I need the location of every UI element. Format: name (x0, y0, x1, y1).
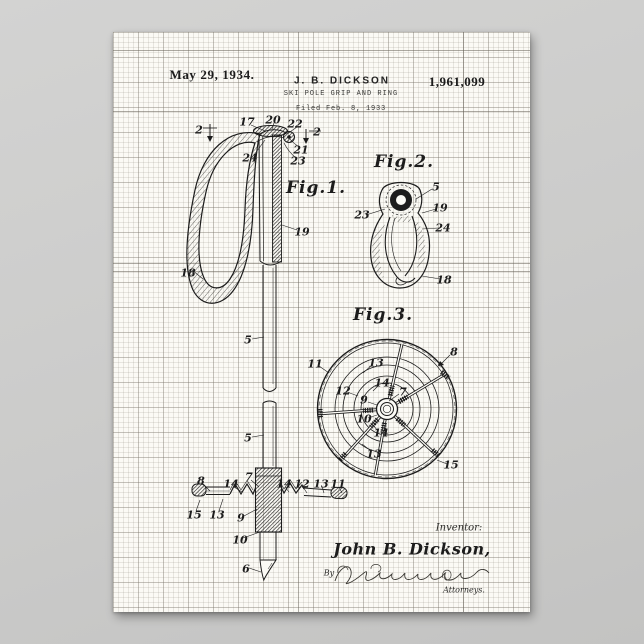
patent-inventor-header: J. B. DICKSON (293, 75, 391, 87)
patent-number: 1,961,099 (428, 74, 486, 89)
ref-numeral-fig1: 7 (245, 470, 253, 484)
ref-numeral-fig1: 15 (186, 508, 202, 522)
fig1-drawing (186, 122, 348, 582)
inventor-signature: John B. Dickson, (333, 539, 491, 559)
ref-numeral-fig1: 5 (244, 333, 252, 347)
ref-numeral-fig1: 9 (237, 511, 245, 525)
fig3-title: Fig.3. (352, 305, 414, 325)
ref-numeral-fig1: 13 (209, 508, 225, 522)
ref-numeral-fig1: 21 (293, 143, 309, 157)
ref-numeral-fig3: 14 (373, 426, 389, 440)
ref-numeral-fig1: 13 (313, 477, 329, 491)
grid-accent-line (113, 50, 530, 51)
ref-numeral-fig1: 18 (180, 266, 196, 280)
ref-numeral-fig2: 18 (436, 273, 452, 287)
fig1-title: Fig.1. (285, 178, 347, 198)
ref-numeral-fig1: 5 (244, 431, 252, 445)
ref-numeral-fig1: 2 (195, 123, 203, 137)
signature-by-label: By (323, 568, 335, 578)
patent-title: SKI POLE GRIP AND RING (283, 90, 399, 98)
attorneys-label: Attorneys. (443, 585, 485, 595)
ref-numeral-fig2: 5 (432, 180, 440, 194)
ref-numeral-fig1: 8 (197, 474, 205, 488)
ref-numeral-fig2: 23 (354, 208, 370, 222)
ref-numeral-fig1: 2 (313, 125, 321, 139)
ref-numeral-fig3: 13 (366, 447, 382, 461)
ref-numeral-fig1: 20 (265, 113, 281, 127)
ref-numeral-fig1: 10 (232, 533, 248, 547)
ref-numeral-fig3: 13 (368, 356, 384, 370)
patent-date: May 29, 1934. (169, 67, 255, 82)
patent-drawing (186, 122, 490, 585)
ref-numeral-fig1: 14 (276, 477, 292, 491)
ref-numeral-fig1: 17 (239, 115, 255, 129)
grid-accent-line (113, 111, 530, 112)
ref-numeral-fig1: 11 (330, 477, 346, 491)
ref-numeral-fig1: 24 (242, 151, 258, 165)
ref-numeral-fig3: 15 (443, 458, 459, 472)
ref-numeral-fig3: 12 (335, 384, 351, 398)
ref-numeral-fig2: 24 (435, 221, 451, 235)
grid-accent-line (113, 271, 530, 272)
ref-numeral-fig3: 14 (374, 376, 390, 390)
patent-poster: May 29, 1934. J. B. DICKSON 1,961,099 SK… (113, 32, 530, 612)
inventor-caption: Inventor: (435, 522, 483, 534)
ref-numeral-fig1: 12 (294, 477, 310, 491)
ref-numeral-fig2: 19 (432, 201, 448, 215)
ref-numeral-fig1: 23 (290, 154, 306, 168)
ref-numeral-fig1: 14 (223, 477, 239, 491)
fig3-drawing (316, 338, 458, 480)
ref-numeral-fig3: 10 (356, 412, 372, 426)
fig2-title: Fig.2. (373, 152, 435, 172)
ref-numeral-fig1: 6 (242, 562, 250, 576)
grid-accent-line (298, 32, 299, 612)
ref-numeral-fig3: 8 (450, 345, 458, 359)
grid-accent-line (113, 263, 530, 264)
ref-numeral-fig3: 7 (399, 385, 407, 399)
ref-numeral-fig3: 11 (307, 357, 323, 371)
ref-numeral-fig1: 19 (294, 225, 310, 239)
attorney-signature (334, 564, 490, 585)
grid-accent-line (463, 32, 464, 612)
ref-numeral-fig3: 9 (360, 393, 368, 407)
fig2-drawing (365, 181, 441, 289)
ref-numeral-fig1: 22 (287, 117, 303, 131)
patent-filed-date: Filed Feb. 8, 1933 (295, 105, 387, 113)
